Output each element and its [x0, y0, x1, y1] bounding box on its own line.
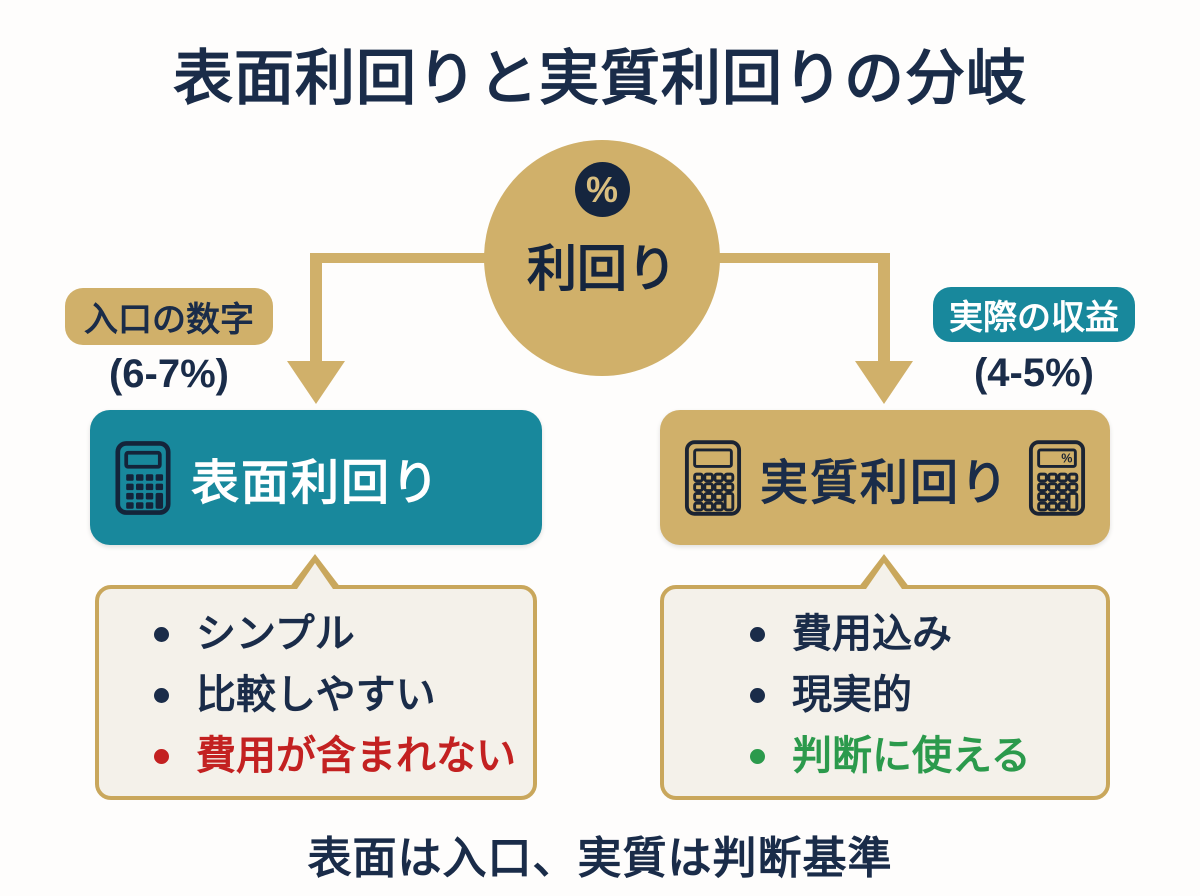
yield-root-label: 利回り [527, 241, 677, 297]
calculator-screen-percent: % [1061, 451, 1072, 465]
real-yield-title: 実質利回り [759, 456, 1010, 510]
list-item: 現実的 [750, 672, 1106, 718]
bullet-text: 費用込み [792, 612, 952, 656]
right-branch-range: (4-5%) [973, 351, 1095, 395]
bullet-dot-icon [750, 626, 765, 642]
right-arrow-icon [855, 361, 913, 404]
percent-badge-icon: % [574, 162, 630, 217]
left-bubble-pointer-fill [297, 563, 333, 589]
real-yield-box: 実質利回り % [660, 410, 1110, 545]
bullet-dot-icon [750, 687, 765, 703]
percent-symbol: % [585, 168, 618, 210]
left-branch-range: (6-7%) [108, 352, 230, 396]
bullet-text: 判断に使える [792, 734, 1031, 778]
summary-text: 表面は入口、実質は判断基準 [307, 834, 893, 883]
list-item: 費用込み [750, 611, 1106, 657]
bullet-dot-icon [154, 626, 169, 642]
left-branch-line [310, 253, 322, 365]
left-arrow-icon [287, 361, 345, 404]
calculator-filled-icon [115, 440, 171, 515]
right-branch-line [878, 253, 890, 365]
surface-yield-details: シンプル 比較しやすい 費用が含まれない [95, 585, 537, 800]
calculator-outline-icon [684, 439, 742, 516]
list-item: 判断に使える [750, 733, 1106, 779]
bullet-dot-icon [154, 687, 169, 703]
left-branch-tag: 入口の数字 [65, 288, 273, 345]
bullet-text: 比較しやすい [196, 673, 436, 717]
bullet-text: シンプル [196, 612, 355, 656]
bullet-dot-icon [750, 748, 765, 764]
right-bubble-pointer-fill [866, 563, 902, 589]
surface-yield-box: 表面利回り [90, 410, 542, 545]
yield-root-node: % 利回り [484, 140, 720, 376]
surface-yield-bullet-list: シンプル 比較しやすい 費用が含まれない [99, 589, 533, 779]
calculator-percent-icon: % [1028, 439, 1086, 516]
page-title: 表面利回りと実質利回りの分岐 [173, 45, 1027, 112]
surface-yield-title: 表面利回り [191, 456, 442, 510]
bullet-text: 費用が含まれない [196, 734, 516, 778]
right-branch-tag: 実際の収益 [933, 287, 1135, 342]
bullet-text: 現実的 [792, 673, 912, 717]
list-item: 費用が含まれない [154, 733, 533, 779]
real-yield-details: 費用込み 現実的 判断に使える [660, 585, 1110, 800]
list-item: 比較しやすい [154, 672, 533, 718]
real-yield-bullet-list: 費用込み 現実的 判断に使える [664, 589, 1106, 779]
list-item: シンプル [154, 611, 533, 657]
bullet-dot-icon [154, 748, 169, 764]
